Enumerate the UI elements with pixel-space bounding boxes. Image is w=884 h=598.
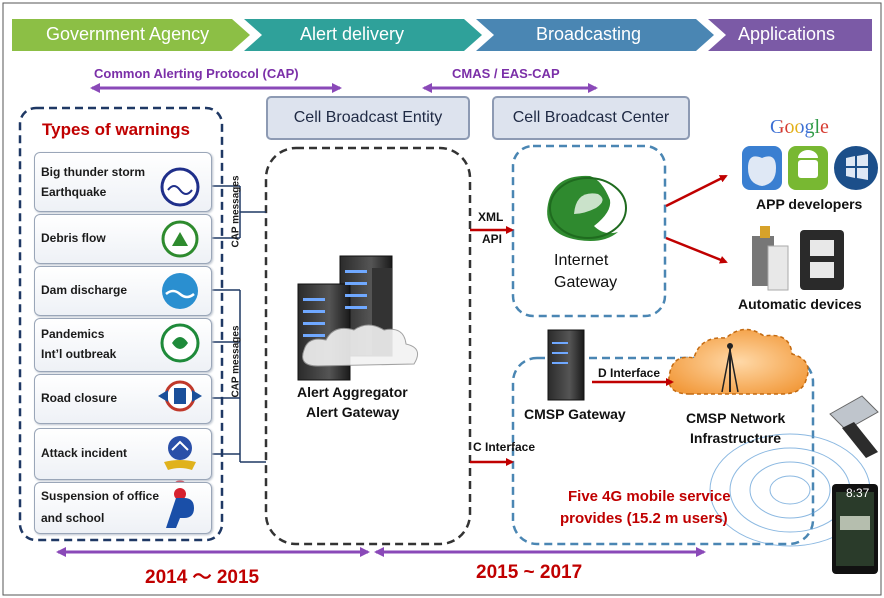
automatic-devices-arrow (665, 236, 728, 264)
c-interface-label: C Interface (473, 440, 536, 454)
warnings-region (18, 106, 224, 542)
cmas-protocol-label: CMAS / EAS-CAP (452, 66, 560, 81)
phone-clock: 8:37 (846, 486, 870, 500)
timeline-left-label: 2014 ～ 2015 (145, 567, 260, 588)
automatic-devices-label: Automatic devices (738, 296, 862, 312)
cap-connectors (210, 185, 266, 463)
aggregator-servers-icon (297, 255, 419, 381)
cell-broadcast-center-box: Cell Broadcast Center (492, 96, 690, 140)
stage-label-government-agency: Government Agency (46, 24, 210, 44)
internet-gateway-logo-icon (547, 175, 627, 241)
automatic-devices-icon (752, 226, 844, 291)
cap-protocol-label: Common Alerting Protocol (CAP) (94, 66, 299, 81)
timeline-right-label: 2015 ~ 2017 (476, 562, 583, 583)
agency-logos-overlay (158, 167, 202, 528)
cmsp-gateway-label: CMSP Gateway (524, 406, 626, 422)
stage-label-alert-delivery: Alert delivery (300, 24, 405, 44)
app-developers-arrow (665, 174, 728, 208)
cap-messages-label-upper: CAP messages (230, 175, 242, 248)
stage-alert-delivery (244, 19, 482, 51)
smartphone-icon (832, 484, 878, 574)
warnings-title: Types of warnings (42, 120, 190, 139)
app-developers-label: APP developers (756, 196, 863, 212)
aggregator-label-line1: Alert Aggregator (297, 384, 408, 400)
xml-label: XML (478, 210, 504, 224)
cmsp-network-cloud-icon (668, 328, 809, 395)
internet-gateway-label-line1: Internet (554, 252, 609, 269)
stage-label-broadcasting: Broadcasting (536, 24, 642, 44)
internet-gateway-label-line2: Gateway (554, 274, 618, 291)
apple-icon (742, 146, 782, 190)
stage-broadcasting (476, 19, 714, 51)
cap-messages-label-lower: CAP messages (230, 325, 242, 398)
cmsp-network-label-line2: Infrastructure (690, 430, 782, 446)
mobile-label-line2: provides (15.2 m users) (560, 510, 728, 527)
flip-phone-icon (829, 395, 879, 458)
cell-broadcast-entity-box: Cell Broadcast Entity (266, 96, 470, 140)
android-icon (788, 146, 828, 190)
mobile-label-line1: Five 4G mobile service (568, 488, 731, 505)
cmsp-network-label-line1: CMSP Network (686, 410, 786, 426)
api-label: API (482, 232, 503, 246)
stage-government-agency (12, 19, 250, 51)
windows-icon (834, 146, 878, 190)
aggregator-label-line2: Alert Gateway (306, 404, 400, 420)
timeline-arrows (56, 547, 706, 557)
aggregator-region (264, 146, 472, 546)
google-wordmark: Google (770, 116, 829, 138)
d-interface-label: D Interface (598, 366, 661, 380)
stage-label-applications: Applications (738, 24, 836, 44)
cmsp-gateway-server-icon (547, 329, 585, 401)
stage-applications (708, 19, 872, 51)
